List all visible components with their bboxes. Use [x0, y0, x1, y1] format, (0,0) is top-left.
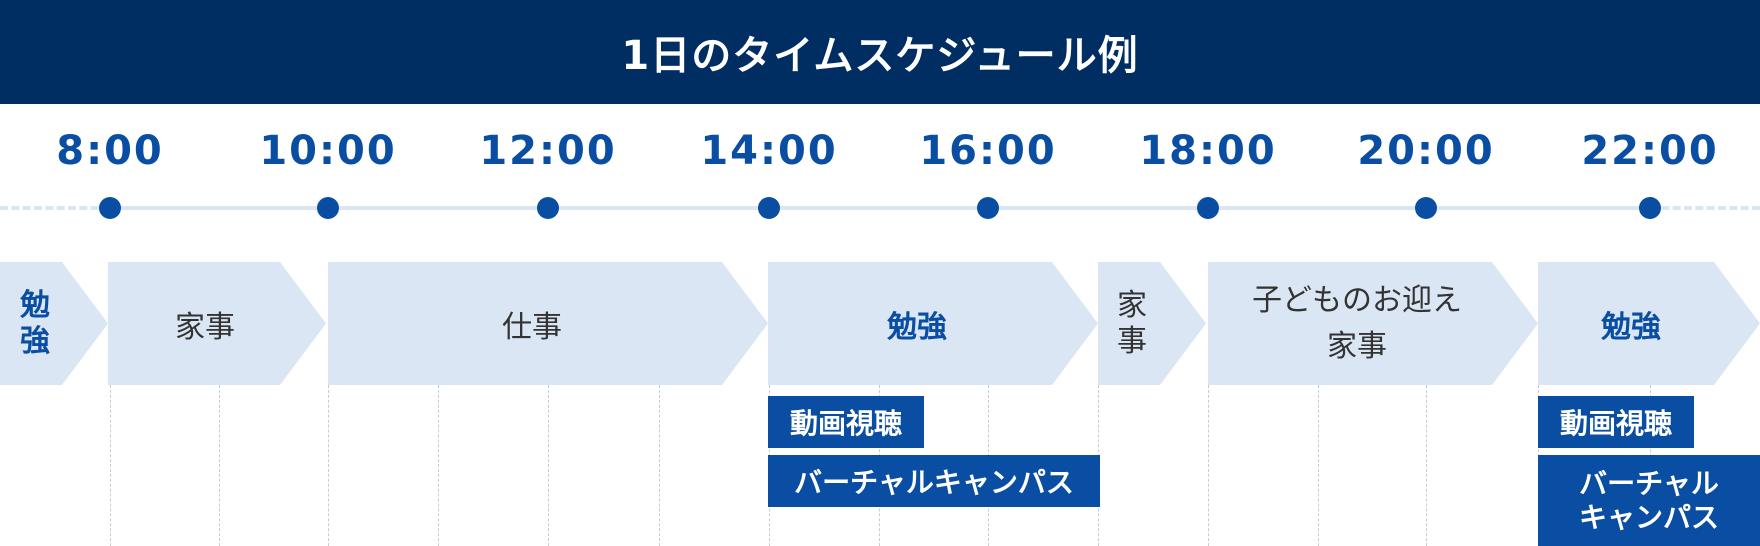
timeline-dot [99, 197, 121, 219]
timeline-line [110, 206, 1650, 210]
schedule-block-pickup: 子どものお迎え 家事 [1208, 262, 1538, 385]
timeline-dot [758, 197, 780, 219]
schedule-block-work: 仕事 [328, 262, 768, 385]
schedule-block-label: 勉強 [887, 309, 947, 345]
time-label-10: 10:00 [259, 128, 397, 174]
grid-line [219, 385, 220, 546]
schedule-block-label: 家事 [175, 309, 235, 345]
grid-line [438, 385, 439, 546]
sub-block-label: バーチャル キャンパス [1578, 466, 1719, 534]
sub-block-video-night: 動画視聴 [1538, 396, 1694, 448]
timeline-dash-right [1650, 206, 1760, 210]
timeline-dash-left [0, 206, 110, 210]
sub-block-virtual-campus: バーチャルキャンパス [768, 455, 1100, 507]
sub-block-label: 動画視聴 [1559, 407, 1672, 440]
grid-line [1208, 385, 1209, 546]
timeline-dot [1197, 197, 1219, 219]
schedule-block-label: 勉強 [20, 287, 50, 359]
schedule-block-study-morning: 勉強 [0, 262, 108, 385]
sub-block-label: バーチャルキャンパス [794, 466, 1074, 499]
grid-line [659, 385, 660, 546]
schedule-block-chore-morning: 家事 [108, 262, 326, 385]
grid-line [328, 385, 329, 546]
timeline-dot [1639, 197, 1661, 219]
time-label-18: 18:00 [1139, 128, 1277, 174]
time-label-20: 20:00 [1357, 128, 1495, 174]
schedule-block-label: 仕事 [502, 309, 562, 345]
grid-line [110, 385, 111, 546]
schedule-block-label: 家事 [1117, 287, 1147, 359]
time-label-16: 16:00 [919, 128, 1057, 174]
timeline-dot [977, 197, 999, 219]
grid-line [548, 385, 549, 546]
schedule-block-study-night: 勉強 [1538, 262, 1760, 385]
time-label-12: 12:00 [479, 128, 617, 174]
grid-line [1318, 385, 1319, 546]
sub-block-virtual-campus-night: バーチャル キャンパス [1538, 455, 1760, 546]
page-title: 1日のタイムスケジュール例 [0, 0, 1760, 104]
timeline-dot [317, 197, 339, 219]
sub-block-video: 動画視聴 [768, 396, 924, 448]
page-title-text: 1日のタイムスケジュール例 [621, 33, 1139, 79]
grid-line [1426, 385, 1427, 546]
schedule-block-label: 勉強 [1601, 309, 1661, 345]
time-label-22: 22:00 [1581, 128, 1719, 174]
sub-block-label: 動画視聴 [789, 407, 902, 440]
schedule-block-label: 子どものお迎え 家事 [1252, 282, 1462, 364]
timeline-dot [537, 197, 559, 219]
schedule-block-chore-evening: 家事 [1098, 262, 1206, 385]
schedule-block-study-afternoon: 勉強 [768, 262, 1098, 385]
time-label-14: 14:00 [700, 128, 838, 174]
timeline-dot [1415, 197, 1437, 219]
time-label-8: 8:00 [56, 128, 164, 174]
